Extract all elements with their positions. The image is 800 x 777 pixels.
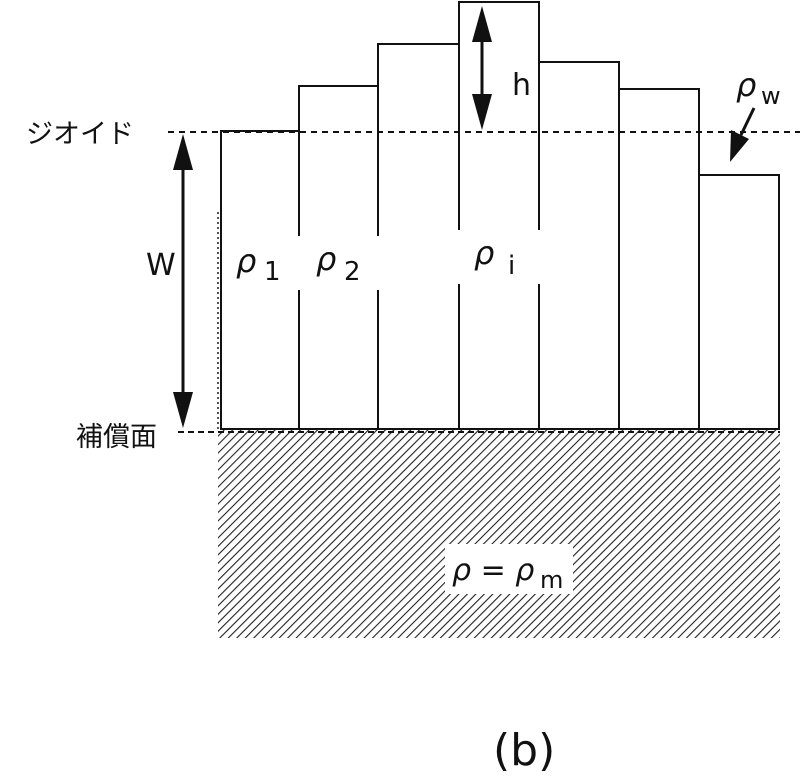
rho2-symbol: ρ [316,240,336,278]
height-arrow [472,6,492,130]
crust-columns [220,1,780,430]
rhow-symbol: ρ [736,66,756,104]
depth-label: W [146,248,176,283]
column-1 [220,130,300,430]
mantle-label-bg [445,544,573,594]
rhow-subscript: w [761,82,781,110]
mantle-hatch [218,430,780,638]
geoid-label: ジオイド [26,119,134,150]
depth-arrow [173,134,193,428]
height-label: h [512,68,531,103]
column-6 [618,88,700,430]
figure-caption: (b) [493,725,555,776]
rho2-label-bg [296,236,382,290]
mantle-density-label: ρ = ρ [452,553,534,588]
column-3 [377,43,460,430]
rho2-subscript: 2 [344,257,361,287]
compensation-surface-label: 補償面 [76,422,157,453]
column-5 [538,61,620,430]
rhoi-subscript: i [508,251,515,281]
column-7 [698,174,780,430]
rhoi-label-bg [455,230,543,284]
water-arrow [730,107,756,162]
mantle-density-subscript: m [540,566,563,594]
rho1-symbol: ρ [236,242,256,280]
rho1-subscript: 1 [264,257,281,287]
rhoi-symbol: ρ [474,234,494,272]
column-4 [458,1,540,430]
